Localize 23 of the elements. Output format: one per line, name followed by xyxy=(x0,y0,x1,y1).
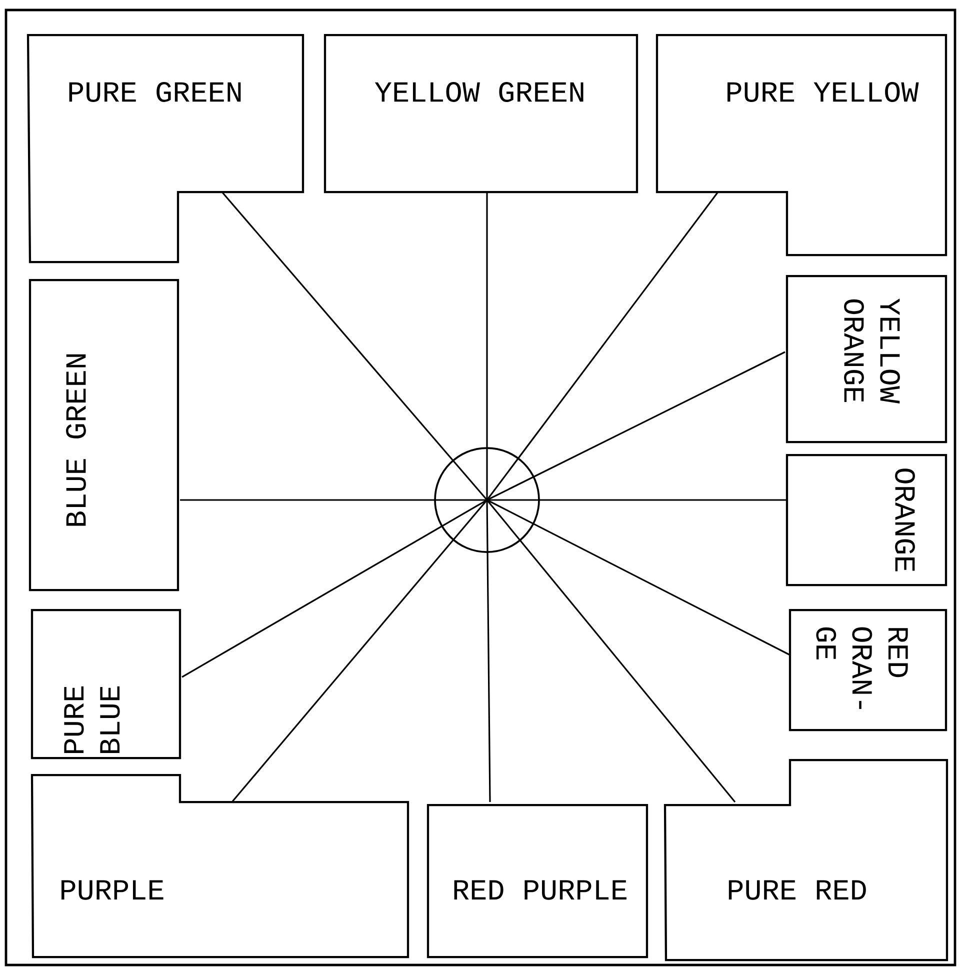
spoke-line xyxy=(486,192,488,500)
color-box: RED ORAN- GE xyxy=(788,608,948,732)
spoke-line xyxy=(231,500,488,803)
spoke-line xyxy=(221,191,488,501)
color-box: PURE GREEN xyxy=(26,34,304,264)
color-box: PURPLE xyxy=(30,774,410,958)
spoke-line xyxy=(182,499,488,678)
color-box: YELLOW GREEN xyxy=(324,34,638,194)
color-box: ORANGE xyxy=(786,454,948,586)
spoke-line xyxy=(180,499,487,501)
center-circle xyxy=(434,447,540,553)
spoke-line xyxy=(486,500,491,802)
color-box: RED PURPLE xyxy=(426,804,648,958)
color-box: YELLOW ORANGE xyxy=(786,274,948,444)
spoke-line xyxy=(486,351,786,501)
spoke-line xyxy=(487,499,787,501)
spoke-line xyxy=(486,192,719,500)
spoke-line xyxy=(486,499,790,656)
color-box: PURE BLUE xyxy=(30,608,182,760)
spoke-line xyxy=(486,500,736,803)
color-box: PURE RED xyxy=(664,758,948,962)
color-box: PURE YELLOW xyxy=(656,34,948,256)
color-box: BLUE GREEN xyxy=(28,278,180,592)
